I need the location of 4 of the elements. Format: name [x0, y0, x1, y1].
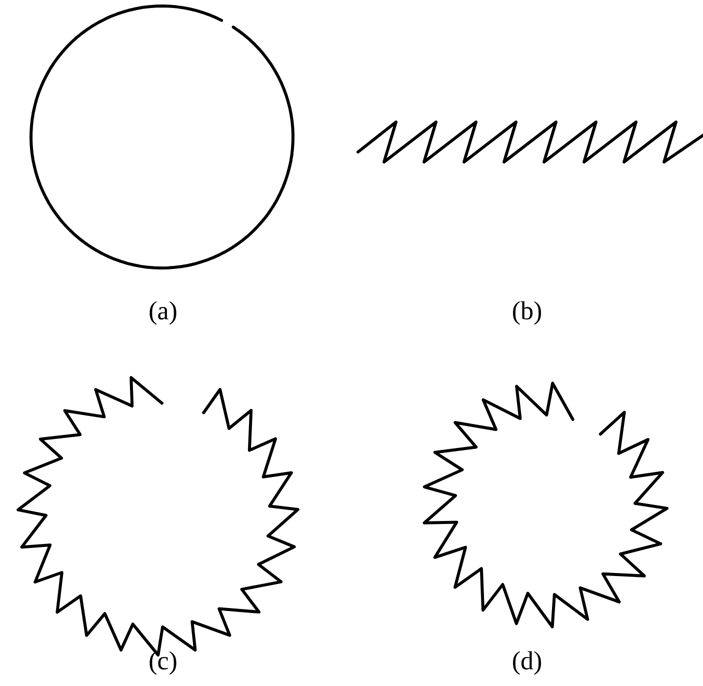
- panel-label: (d): [513, 651, 542, 675]
- panel-label: (c): [150, 651, 176, 675]
- panel-label: (b): [513, 301, 542, 325]
- panel-label: (a): [150, 301, 176, 325]
